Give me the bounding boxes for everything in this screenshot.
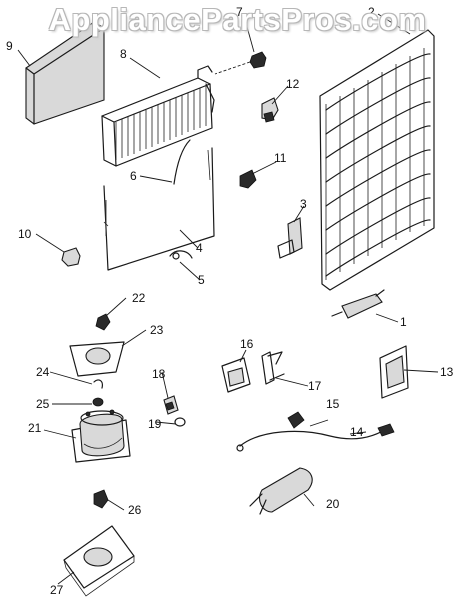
callout-8: 8 [120, 47, 127, 61]
callout-10: 10 [18, 227, 32, 241]
callout-4: 4 [196, 241, 203, 255]
part-3-bracket [277, 217, 303, 259]
part-12-bracket [261, 97, 279, 123]
part-26-grommet [93, 489, 109, 509]
callout-5: 5 [198, 273, 205, 287]
callout-24: 24 [36, 365, 50, 379]
callout-27: 27 [50, 583, 64, 597]
callout-6: 6 [130, 169, 137, 183]
callout-16: 16 [240, 337, 254, 351]
callout-25: 25 [36, 397, 50, 411]
part-8-condenser [101, 65, 215, 167]
part-17-bracket [261, 351, 285, 385]
callout-15: 15 [326, 397, 340, 411]
callout-22: 22 [132, 291, 146, 305]
part-25-washer [92, 397, 104, 407]
part-22-grommet [95, 313, 111, 331]
part-2-evaporator-coil [319, 29, 435, 291]
callout-labels: 2 9 8 7 12 11 3 6 10 4 5 1 13 15 14 16 1… [6, 5, 454, 597]
part-1-drier [331, 289, 385, 319]
part-6-tube [173, 139, 191, 185]
part-11-clip [239, 169, 257, 189]
part-27-base-plate [63, 525, 135, 597]
callout-13: 13 [440, 365, 454, 379]
callout-12: 12 [286, 77, 300, 91]
callout-2: 2 [368, 5, 375, 19]
part-23-cover [69, 341, 125, 377]
callout-3: 3 [300, 197, 307, 211]
callout-14: 14 [350, 425, 364, 439]
part-16-relay [221, 357, 251, 393]
callout-1: 1 [400, 315, 407, 329]
callout-20: 20 [326, 497, 340, 511]
callout-7: 7 [236, 5, 243, 19]
part-21-compressor [71, 409, 131, 463]
callout-11: 11 [274, 151, 287, 165]
part-15-connector [287, 411, 305, 429]
part-20-capacitor [249, 467, 313, 515]
part-7-clip [214, 51, 267, 75]
callout-17: 17 [308, 379, 322, 393]
part-4-back-panel [103, 147, 215, 271]
part-24-clip [93, 379, 103, 389]
callout-9: 9 [6, 39, 13, 53]
part-19-terminal [174, 417, 186, 427]
leader-lines [17, 13, 439, 585]
callout-21: 21 [28, 421, 42, 435]
callout-18: 18 [152, 367, 166, 381]
part-18-overload [163, 395, 179, 415]
part-14-cord [236, 423, 395, 452]
part-9-insulation-pad [25, 21, 105, 125]
part-10-clamp [61, 247, 81, 267]
callout-23: 23 [150, 323, 164, 337]
part-5-fitting [169, 250, 193, 260]
callout-19: 19 [148, 417, 162, 431]
part-13-control-box [379, 345, 409, 399]
callout-26: 26 [128, 503, 142, 517]
